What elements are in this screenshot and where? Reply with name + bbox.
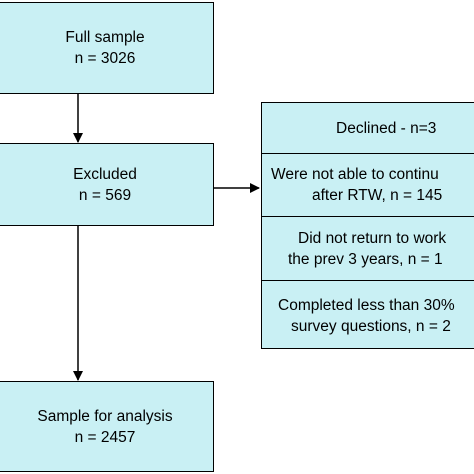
excluded-label: Excluded xyxy=(73,165,137,183)
declined-reason-3: Completed less than 30% survey questions… xyxy=(262,281,474,348)
declined-reason-2-line2: the prev 3 years, n = 1 xyxy=(288,250,443,268)
declined-group-box: Declined - n=3 Were not able to continu … xyxy=(261,102,474,349)
full-sample-count: n = 3026 xyxy=(74,50,136,67)
declined-reason-2: Did not return to work the prev 3 years,… xyxy=(262,217,474,281)
analysis-count: n = 2457 xyxy=(74,428,136,446)
declined-reason-1: Were not able to continu after RTW, n = … xyxy=(262,154,474,217)
declined-header: Declined - n=3 xyxy=(336,119,437,137)
declined-reason-3-line2: survey questions, n = 2 xyxy=(291,317,451,335)
declined-reason-3-line1: Completed less than 30% xyxy=(278,296,455,314)
declined-header-cell: Declined - n=3 xyxy=(262,103,474,154)
full-sample-label: Full sample xyxy=(65,29,145,46)
excluded-count: n = 569 xyxy=(78,186,132,204)
full-sample-box: Full sample n = 3026 xyxy=(0,2,214,94)
declined-reason-1-line1: Were not able to continu xyxy=(271,166,439,183)
analysis-label: Sample for analysis xyxy=(37,407,173,425)
analysis-sample-box: Sample for analysis n = 2457 xyxy=(0,381,214,472)
declined-reason-2-line1: Did not return to work xyxy=(298,229,447,247)
declined-reason-1-line2: after RTW, n = 145 xyxy=(312,187,443,204)
excluded-box: Excluded n = 569 xyxy=(0,143,214,226)
